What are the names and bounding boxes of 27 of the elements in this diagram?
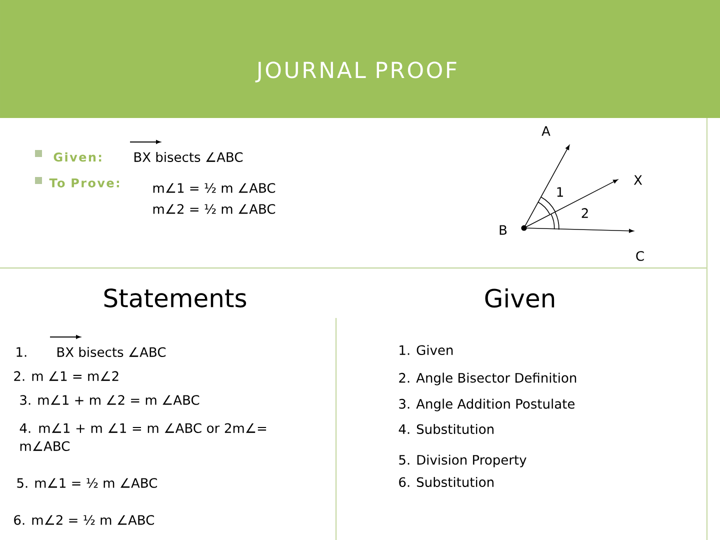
statement-text: 6. m∠2 = ½ m ∠ABC (14, 515, 154, 525)
reason-text: 1. Given (400, 344, 453, 356)
reason-text: 3. Angle Addition Postulate (399, 398, 574, 412)
reason-text: 2. Angle Bisector Definition (399, 372, 576, 386)
point-label: A (542, 126, 550, 136)
bullet-heading: Given: (54, 152, 102, 162)
angle-number: 1 (557, 187, 563, 197)
statement-text: 5. m∠1 = ½ m ∠ABC (17, 478, 157, 488)
point-label: C (636, 251, 644, 261)
reason-text: 5. Division Property (399, 454, 526, 468)
statement-text: 2. m ∠1 = m∠2 (14, 371, 118, 381)
statement-text: BX bisects ∠ABC (57, 346, 166, 358)
reason-text: 4. Substitution (398, 424, 494, 434)
reason-text: 6. Substitution (399, 476, 494, 488)
title: JOURNAL PROOF (255, 62, 456, 82)
prove-text: m∠2 = ½ m ∠ABC (153, 204, 276, 214)
prove-text: m∠1 = ½ m ∠ABC (153, 183, 276, 193)
point-label: X (634, 175, 642, 185)
angle-number: 2 (582, 208, 588, 218)
point-label: B (500, 225, 507, 235)
step-number: 1. (16, 347, 26, 357)
statement-text: 4. m∠1 + m ∠1 = m ∠ABC or 2m∠= m∠ABC (20, 423, 266, 452)
bullet-heading: To Prove: (49, 178, 119, 188)
column-heading: Statements (104, 288, 246, 308)
given-text: BX bisects ∠ABC (134, 152, 243, 162)
column-heading: Given (485, 288, 554, 308)
statement-text: 3. m∠1 + m ∠2 = m ∠ABC (20, 395, 200, 405)
